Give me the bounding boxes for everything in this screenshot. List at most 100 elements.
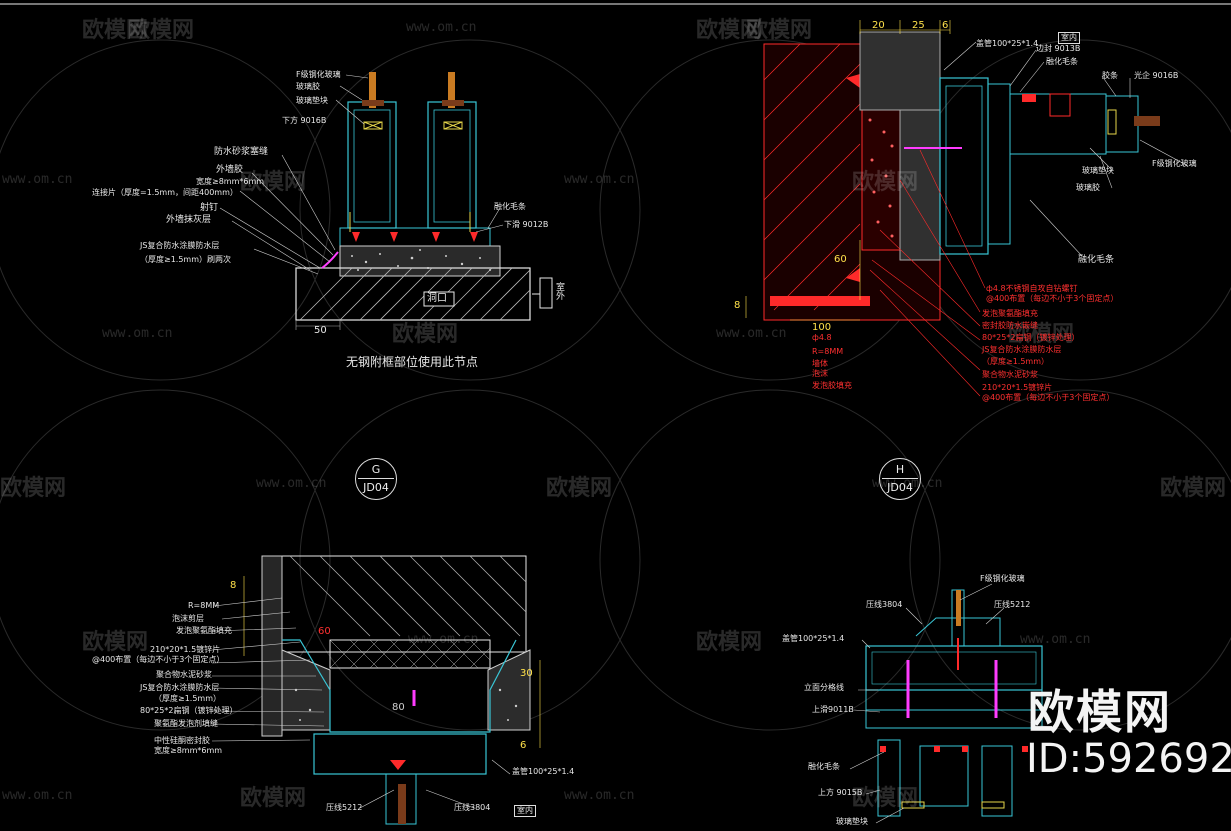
- watermark-logo-text: 欧模网: [546, 476, 613, 501]
- annotation-label: 洞口: [427, 293, 447, 304]
- annotation-label: 盖管100*25*1.4: [512, 767, 575, 776]
- watermark-url: www.om.cn: [256, 476, 327, 491]
- annotation-label: 泡沫: [812, 369, 828, 378]
- annotation-label: 上滑9011B: [812, 705, 854, 714]
- dimension-label: 80: [392, 702, 405, 713]
- watermark-logo-text: 欧模网: [696, 630, 763, 655]
- annotation-label: @400布置（每边不小于3个固定点）: [982, 393, 1115, 402]
- annotation-label: （厚度≥1.5mm）: [982, 357, 1050, 366]
- dimension-label: 6: [520, 740, 527, 751]
- watermark-url: www.om.cn: [716, 326, 787, 341]
- watermark-url: www.om.cn: [1020, 632, 1091, 647]
- watermark-logo-text: 欧模网: [82, 630, 149, 655]
- watermark-logo-text: 欧模网: [746, 18, 813, 43]
- watermark-url: www.om.cn: [2, 788, 73, 803]
- detail-bottom-right: [849, 583, 1043, 824]
- watermark-logo-text: 欧模网: [240, 786, 307, 811]
- annotation-label: 玻璃胶: [1076, 183, 1100, 192]
- annotation-label: ф4.8: [812, 333, 832, 342]
- watermark-url: www.om.cn: [406, 20, 477, 35]
- dimension-label: 8: [230, 580, 237, 591]
- annotation-label: 上方 9015B: [818, 788, 863, 797]
- dimension-label: 50: [314, 325, 327, 336]
- annotation-label: 宽度≥8mm*6mm: [154, 746, 223, 755]
- annotation-label: 发泡胶填充: [812, 381, 852, 390]
- annotation-label: 80*25*2扁钢（镀锌处理）: [140, 706, 238, 715]
- detail-top-left: [219, 72, 553, 330]
- detail-bubble-letter: G: [371, 463, 381, 476]
- annotation-label: （厚度≥1.5mm）刷两次: [140, 255, 232, 264]
- annotation-label: 玻璃垫块: [1082, 166, 1114, 175]
- watermark-url: www.om.cn: [408, 632, 479, 647]
- annotation-label: F级钢化玻璃: [980, 574, 1025, 583]
- watermark-url: www.om.cn: [102, 326, 173, 341]
- annotation-label: 光企 9016B: [1134, 71, 1179, 80]
- annotation-label: 玻璃胶: [296, 82, 320, 91]
- annotation-label: R=8MM: [188, 601, 220, 610]
- annotation-label: 室外: [554, 282, 564, 300]
- watermark-logo-text: 欧模网: [0, 476, 67, 501]
- watermark-logo-text: 欧模网: [696, 18, 763, 43]
- annotation-label: 外墙抹灰层: [166, 215, 212, 225]
- annotation-label: 宽度≥8mm*6mm: [196, 177, 265, 186]
- watermark-url: www.om.cn: [564, 172, 635, 187]
- dimension-label: 60: [318, 626, 331, 637]
- annotation-label: 射钉: [200, 203, 219, 213]
- annotation-label: 连接片（厚度=1.5mm，间距400mm）: [92, 188, 238, 197]
- watermark-logo-text: 欧模网: [82, 18, 149, 43]
- annotation-label: F级钢化玻璃: [296, 70, 341, 79]
- annotation-label: 融化毛条: [494, 202, 526, 211]
- annotation-label: JS复合防水涂膜防水层: [982, 345, 1062, 354]
- watermark-url: www.om.cn: [2, 172, 73, 187]
- annotation-label: ф4.8不锈钢自攻自钻螺钉: [986, 284, 1078, 293]
- annotation-label: 边封 9013B: [1036, 44, 1081, 53]
- detail-bubble-sheet: JD04: [887, 481, 913, 494]
- annotation-label: 盖管100*25*1.4: [782, 634, 845, 643]
- annotation-label: 墙体: [812, 359, 828, 368]
- detail-top-right: [745, 20, 1189, 397]
- dimension-label: 20: [872, 20, 885, 31]
- annotation-label: 立面分格线: [804, 683, 844, 692]
- annotation-label: JS复合防水涂膜防水层: [140, 683, 220, 692]
- annotation-label: 外墙胶: [216, 165, 244, 175]
- dimension-label: 100: [812, 322, 832, 333]
- annotation-label: 下方 9016B: [282, 116, 327, 125]
- annotation-label: 压线5212: [994, 600, 1031, 609]
- dimension-label: 8: [734, 300, 741, 311]
- detail-caption: 无钢附框部位使用此节点: [346, 355, 479, 369]
- annotation-label: 聚合物水泥砂浆: [982, 370, 1038, 379]
- annotation-label: JS复合防水涂膜防水层: [140, 241, 220, 250]
- watermark-logo-text: 欧模网: [1160, 476, 1227, 501]
- annotation-label: 防水砂浆塞缝: [214, 147, 269, 157]
- watermark-id: ID:592692: [1026, 736, 1231, 782]
- detail-bubble-letter: H: [895, 463, 905, 476]
- annotation-label: 盖管100*25*1.4: [976, 39, 1039, 48]
- annotation-label: 210*20*1.5镀锌片: [150, 645, 221, 654]
- annotation-label: 发泡聚氨酯填充: [176, 626, 232, 635]
- annotation-label: 胶条: [1102, 71, 1118, 80]
- annotation-label: 发泡聚氨酯填充: [982, 309, 1038, 318]
- annotation-label: 玻璃垫块: [296, 96, 328, 105]
- detail-bubble-h: H JD04: [879, 458, 921, 500]
- watermark-logo-text: 欧模网: [1008, 322, 1075, 347]
- annotation-label: 下滑 9012B: [504, 220, 549, 229]
- annotation-label: 压线3804: [454, 803, 491, 812]
- annotation-label: R=8MM: [812, 347, 844, 356]
- annotation-label: 压线5212: [326, 803, 363, 812]
- annotation-label: @400布置（每边不小于3个固定点）: [986, 294, 1119, 303]
- watermark-brand-large: 欧模网: [1028, 685, 1172, 739]
- annotation-label: 中性硅酮密封胶: [154, 736, 210, 745]
- annotation-label: 压线3804: [866, 600, 903, 609]
- watermark-logo-text: 欧模网: [852, 170, 919, 195]
- dimension-label: 30: [520, 668, 533, 679]
- annotation-label: 玻璃垫块: [836, 817, 868, 826]
- dimension-label: 6: [942, 20, 949, 31]
- annotation-label: 泡沫剪层: [172, 614, 204, 623]
- annotation-label: 密封胶防水嵌缝: [982, 321, 1038, 330]
- annotation-label: @400布置（每边不小于3个固定点）: [92, 655, 225, 664]
- annotation-label: 融化毛条: [808, 762, 840, 771]
- annotation-label: 80*25*2扁钢（镀锌处理）: [982, 333, 1080, 342]
- watermark-logo-text: 欧模网: [852, 786, 919, 811]
- watermark-logo-text: 欧模网: [392, 322, 459, 347]
- dimension-label: 25: [912, 20, 925, 31]
